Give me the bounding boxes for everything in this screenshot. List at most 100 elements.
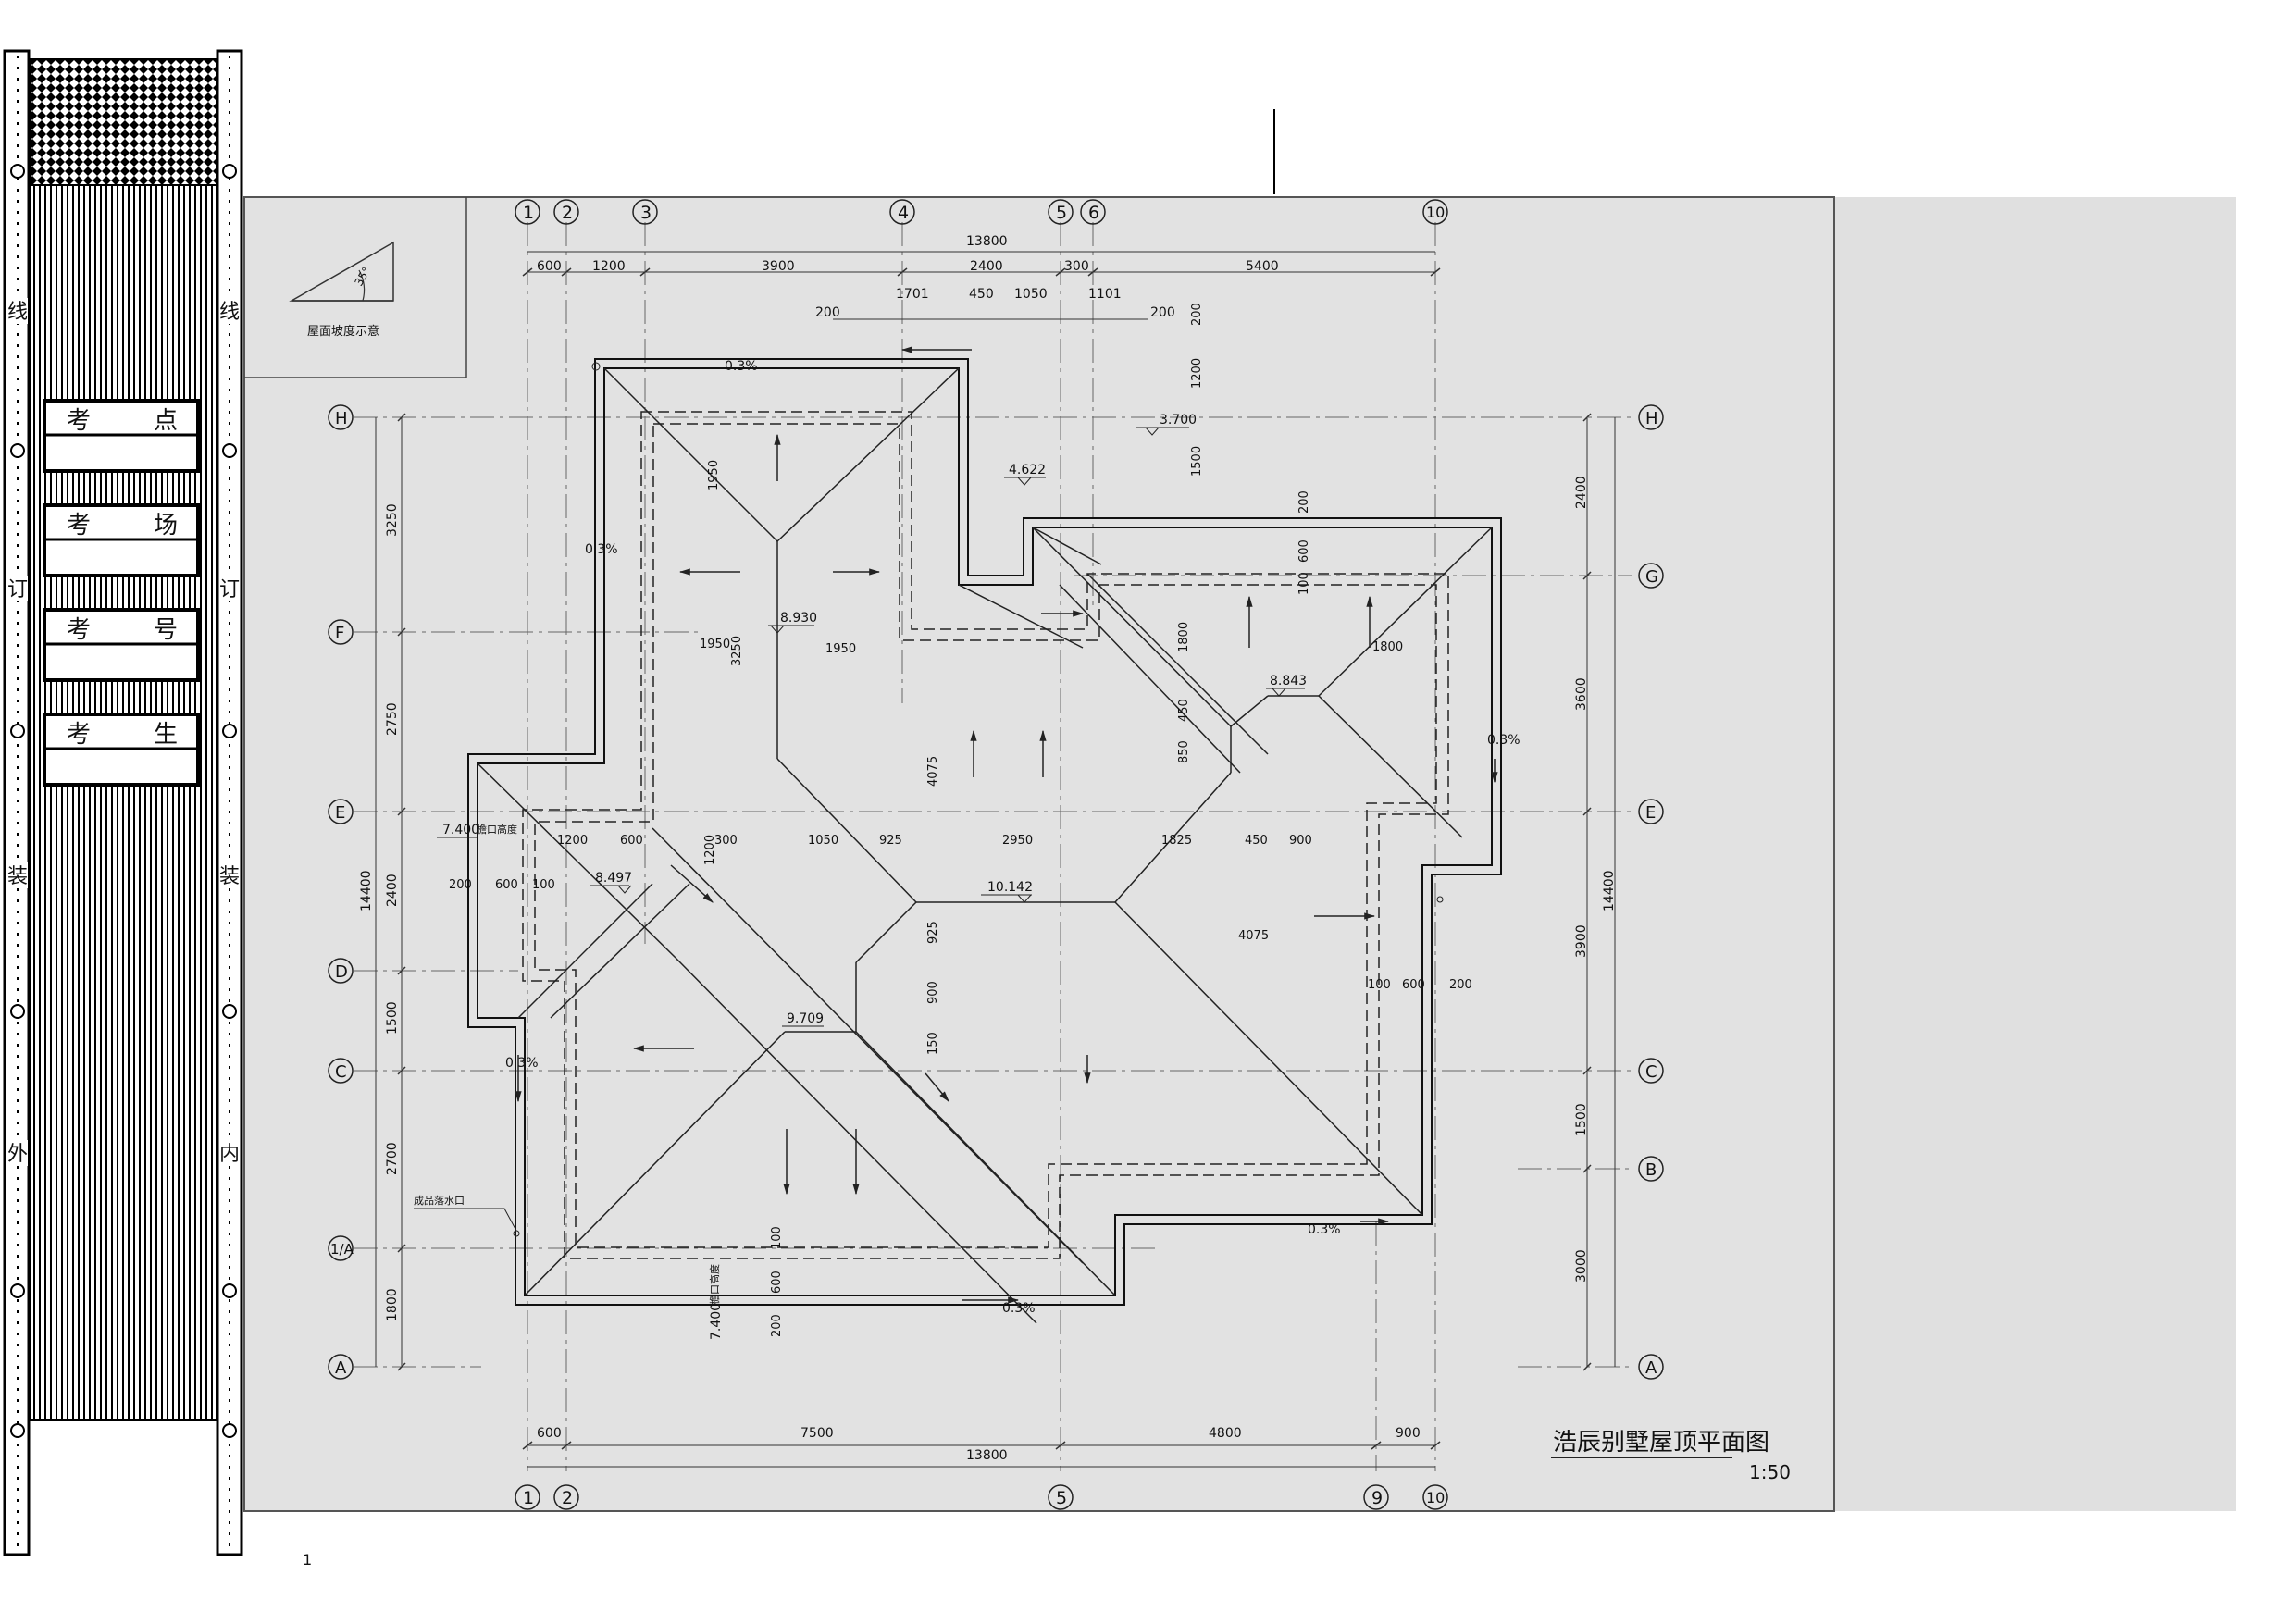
svg-text:3900: 3900: [762, 259, 795, 274]
axis-grid-lines: [354, 222, 1632, 1471]
svg-text:E: E: [1645, 803, 1656, 823]
svg-text:600: 600: [495, 878, 518, 892]
svg-text:F: F: [335, 624, 344, 643]
svg-text:900: 900: [1396, 1426, 1421, 1441]
svg-text:2: 2: [562, 203, 573, 223]
svg-text:1950: 1950: [700, 638, 730, 651]
binding-holes: [10, 164, 237, 1438]
svg-text:号: 号: [154, 616, 178, 644]
drawing-scale: 1:50: [1749, 1461, 1791, 1483]
svg-text:E: E: [335, 803, 345, 823]
svg-text:1200: 1200: [703, 835, 717, 865]
svg-text:100: 100: [532, 878, 555, 892]
svg-text:1950: 1950: [707, 460, 721, 490]
outer-char-3: 外: [7, 1143, 28, 1166]
svg-text:檐口高度: 檐口高度: [708, 1264, 721, 1305]
axis-bubbles-left: H F E D C 1/A A: [328, 404, 354, 1380]
svg-text:2400: 2400: [970, 259, 1003, 274]
elevation-marks: 4.622 3.700 8.930 8.843 10.142 8.497 9.7…: [437, 413, 1307, 1340]
elevation-8843: 8.843: [1270, 674, 1307, 688]
svg-text:13800: 13800: [966, 234, 1008, 249]
svg-text:2950: 2950: [1002, 834, 1033, 848]
exam-label-room: 考 场: [43, 503, 200, 577]
svg-text:200: 200: [1190, 303, 1204, 326]
svg-text:1825: 1825: [1161, 834, 1192, 848]
binding-crosshatch: [29, 58, 217, 186]
dimension-texts: 13800 600 1200 3900 2400 300 5400 200 17…: [359, 234, 1617, 1463]
svg-text:200: 200: [449, 878, 472, 892]
inner-binding-strip: [216, 49, 243, 1556]
elevation-8497: 8.497: [595, 871, 632, 886]
drawing-frame: [243, 196, 1835, 1512]
elevation-7400-left: 7.400: [442, 823, 479, 837]
slope-note: 屋面坡度示意: [307, 324, 379, 339]
svg-text:C: C: [1645, 1062, 1657, 1082]
svg-text:900: 900: [926, 981, 940, 1004]
inner-char-2: 装: [219, 865, 240, 888]
svg-text:600: 600: [770, 1271, 784, 1294]
svg-text:1500: 1500: [385, 1001, 400, 1035]
slope-diagram: 35° 屋面坡度示意: [244, 197, 467, 378]
svg-text:4075: 4075: [1238, 929, 1269, 943]
elevation-7400-bottom: 7.400: [709, 1303, 724, 1340]
svg-text:300: 300: [1064, 259, 1089, 274]
svg-text:G: G: [1645, 567, 1658, 587]
drawing-title: 浩辰别墅屋顶平面图: [1553, 1429, 1769, 1457]
svg-text:4075: 4075: [926, 756, 940, 787]
svg-text:600: 600: [1402, 978, 1425, 992]
svg-text:考: 考: [67, 407, 91, 435]
gutter-lines: [522, 411, 1449, 1259]
svg-text:300: 300: [714, 834, 738, 848]
svg-text:150: 150: [926, 1032, 940, 1055]
svg-text:200: 200: [770, 1314, 784, 1337]
svg-text:10: 10: [1426, 1489, 1445, 1506]
svg-text:2750: 2750: [385, 702, 400, 736]
svg-text:2700: 2700: [385, 1142, 400, 1175]
svg-text:3250: 3250: [730, 636, 744, 666]
svg-text:H: H: [1645, 409, 1658, 428]
elevation-4622: 4.622: [1009, 463, 1046, 477]
svg-text:3900: 3900: [1574, 924, 1589, 958]
svg-text:生: 生: [154, 721, 178, 749]
svg-text:A: A: [1645, 1358, 1657, 1378]
elevation-9709: 9.709: [787, 1011, 824, 1026]
svg-text:H: H: [335, 409, 348, 428]
svg-text:100: 100: [770, 1226, 784, 1249]
svg-text:考: 考: [67, 512, 91, 539]
svg-text:0.3%: 0.3%: [1487, 733, 1520, 748]
svg-text:5: 5: [1056, 203, 1067, 223]
svg-text:5400: 5400: [1246, 259, 1279, 274]
svg-text:1: 1: [523, 1488, 534, 1508]
axis-bubbles-bottom: 1 2 5 9 10: [515, 1484, 1448, 1510]
svg-text:5: 5: [1056, 1488, 1067, 1508]
svg-text:6: 6: [1088, 203, 1099, 223]
svg-text:600: 600: [620, 834, 643, 848]
svg-text:檐口高度: 檐口高度: [477, 823, 517, 836]
svg-text:0.3%: 0.3%: [505, 1056, 539, 1071]
svg-text:600: 600: [537, 1426, 562, 1441]
svg-text:0.3%: 0.3%: [1308, 1222, 1341, 1237]
svg-text:450: 450: [969, 287, 994, 302]
svg-text:1200: 1200: [592, 259, 626, 274]
svg-text:1701: 1701: [896, 287, 929, 302]
svg-text:D: D: [335, 962, 348, 982]
outer-binding-strip: [3, 49, 31, 1556]
svg-text:1/A: 1/A: [330, 1241, 354, 1258]
svg-text:点: 点: [154, 407, 178, 435]
svg-text:13800: 13800: [966, 1448, 1008, 1463]
svg-text:1050: 1050: [1014, 287, 1048, 302]
dimension-ticks: [397, 267, 1592, 1450]
exam-label-number: 考 号: [43, 608, 200, 682]
svg-text:3600: 3600: [1574, 677, 1589, 711]
svg-text:200: 200: [815, 305, 840, 320]
outer-char-0: 线: [7, 301, 28, 324]
svg-text:1950: 1950: [825, 642, 856, 656]
svg-text:考: 考: [67, 616, 91, 644]
svg-text:3: 3: [640, 203, 652, 223]
svg-text:3250: 3250: [385, 503, 400, 537]
svg-text:考: 考: [67, 721, 91, 749]
svg-text:1: 1: [523, 203, 534, 223]
binding-margin: 线 订 装 外 线 订 装 内 考 点: [3, 49, 243, 1556]
svg-text:10: 10: [1426, 204, 1445, 221]
